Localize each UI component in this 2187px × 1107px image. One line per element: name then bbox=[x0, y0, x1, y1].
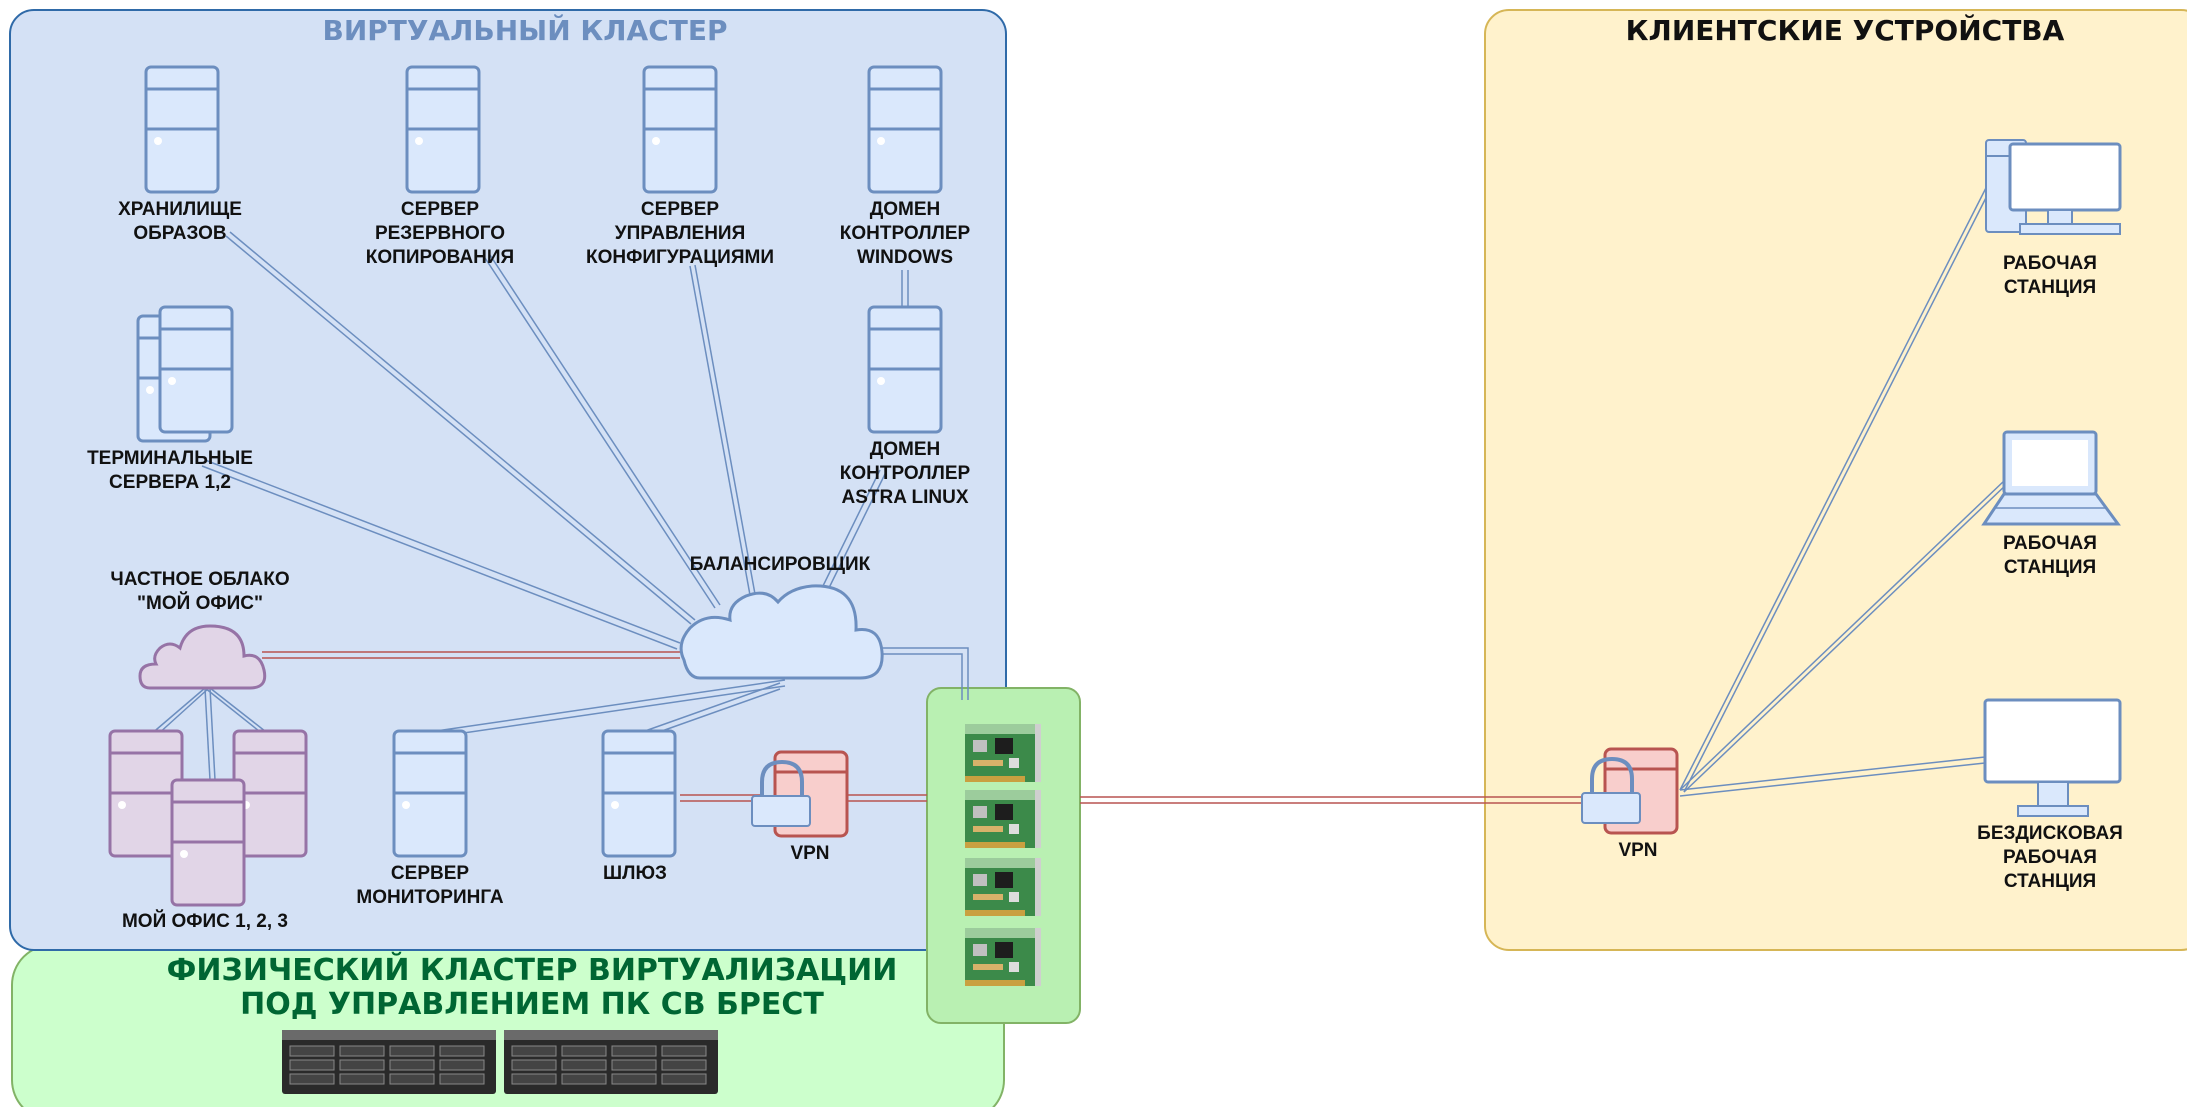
balancer-cloud-icon bbox=[679, 584, 884, 680]
my-office-2-server-icon bbox=[170, 778, 246, 907]
backup-server-icon bbox=[405, 65, 481, 194]
link-terminal-balancer bbox=[204, 459, 681, 644]
client-vpn-lock-icon bbox=[1581, 747, 1679, 835]
laptop-workstation-icon bbox=[1981, 430, 2121, 526]
image-storage-label: ХРАНИЛИЩЕ ОБРАЗОВ bbox=[118, 199, 242, 244]
desktop-workstation-icon bbox=[1985, 139, 2122, 235]
diskless-workstation-label: БЕЗДИСКОВАЯ РАБОЧАЯ СТАНЦИЯ bbox=[1977, 823, 2123, 892]
blue-links bbox=[149, 179, 2010, 797]
gateway-server-icon bbox=[601, 729, 677, 858]
terminal-server-front-icon bbox=[158, 305, 234, 434]
monitoring-server-label: СЕРВЕР МОНИТОРИНГА bbox=[356, 863, 504, 908]
config-server-label: СЕРВЕР УПРАВЛЕНИЯ КОНФИГУРАЦИЯМИ bbox=[586, 199, 774, 268]
link-vpn-laptop bbox=[1679, 479, 2006, 791]
gateway-label: ШЛЮЗ bbox=[603, 863, 667, 884]
vpn-label: VPN bbox=[790, 843, 830, 864]
link-cloud-office1 bbox=[149, 687, 206, 736]
link-vpn-diskless bbox=[1679, 756, 1986, 791]
client-devices-title: КЛИЕНТСКИЕ УСТРОЙСТВА bbox=[1625, 14, 2065, 47]
terminal-servers-label: ТЕРМИНАЛЬНЫЕ СЕРВЕРА 1,2 bbox=[87, 448, 253, 493]
vpn-lock-icon bbox=[751, 750, 849, 838]
link-balancer-nic bbox=[880, 647, 969, 700]
balancer-label: БАЛАНСИРОВЩИК bbox=[689, 554, 871, 575]
workstation-laptop-label: РАБОЧАЯ СТАНЦИЯ bbox=[2003, 533, 2097, 578]
private-cloud-label: ЧАСТНОЕ ОБЛАКО "МОЙ ОФИС" bbox=[110, 569, 290, 614]
config-server-icon bbox=[642, 65, 718, 194]
image-storage-server-icon bbox=[144, 65, 220, 194]
link-dcastra-balancer bbox=[819, 469, 881, 593]
physical-cluster-title: ФИЗИЧЕСКИЙ КЛАСТЕР ВИРТУАЛИЗАЦИИ ПОД УПР… bbox=[166, 953, 898, 1022]
dc-windows-label: ДОМЕН КОНТРОЛЛЕР WINDOWS bbox=[839, 199, 971, 268]
private-cloud-icon bbox=[138, 624, 267, 690]
backup-server-label: СЕРВЕР РЕЗЕРВНОГО КОПИРОВАНИЯ bbox=[365, 199, 515, 268]
link-config-balancer bbox=[694, 264, 758, 606]
link-gateway-balancer bbox=[644, 682, 781, 732]
dc-windows-server-icon bbox=[867, 65, 943, 194]
diskless-workstation-icon bbox=[1983, 698, 2122, 817]
my-office-label: МОЙ ОФИС 1, 2, 3 bbox=[121, 911, 288, 932]
workstation-desktop-label: РАБОЧАЯ СТАНЦИЯ bbox=[2003, 253, 2097, 298]
client-vpn-label: VPN bbox=[1618, 840, 1658, 861]
virtual-cluster-container bbox=[9, 9, 1007, 951]
storage-rack-2-icon bbox=[503, 1029, 719, 1095]
link-cloud-office3 bbox=[204, 687, 265, 736]
monitoring-server-icon bbox=[392, 729, 468, 858]
red-links bbox=[262, 651, 1590, 804]
link-backup-balancer bbox=[489, 254, 721, 606]
link-cloud-office2 bbox=[204, 687, 211, 781]
link-storage-balancer bbox=[229, 231, 696, 621]
storage-rack-1-icon bbox=[281, 1029, 497, 1095]
virtual-cluster-title: ВИРТУАЛЬНЫЙ КЛАСТЕР bbox=[322, 14, 728, 47]
dc-astra-label: ДОМЕН КОНТРОЛЛЕР ASTRA LINUX bbox=[839, 439, 971, 508]
link-monitoring-balancer bbox=[435, 679, 786, 732]
link-vpn-desktop bbox=[1679, 179, 1991, 791]
dc-astra-server-icon bbox=[867, 305, 943, 434]
